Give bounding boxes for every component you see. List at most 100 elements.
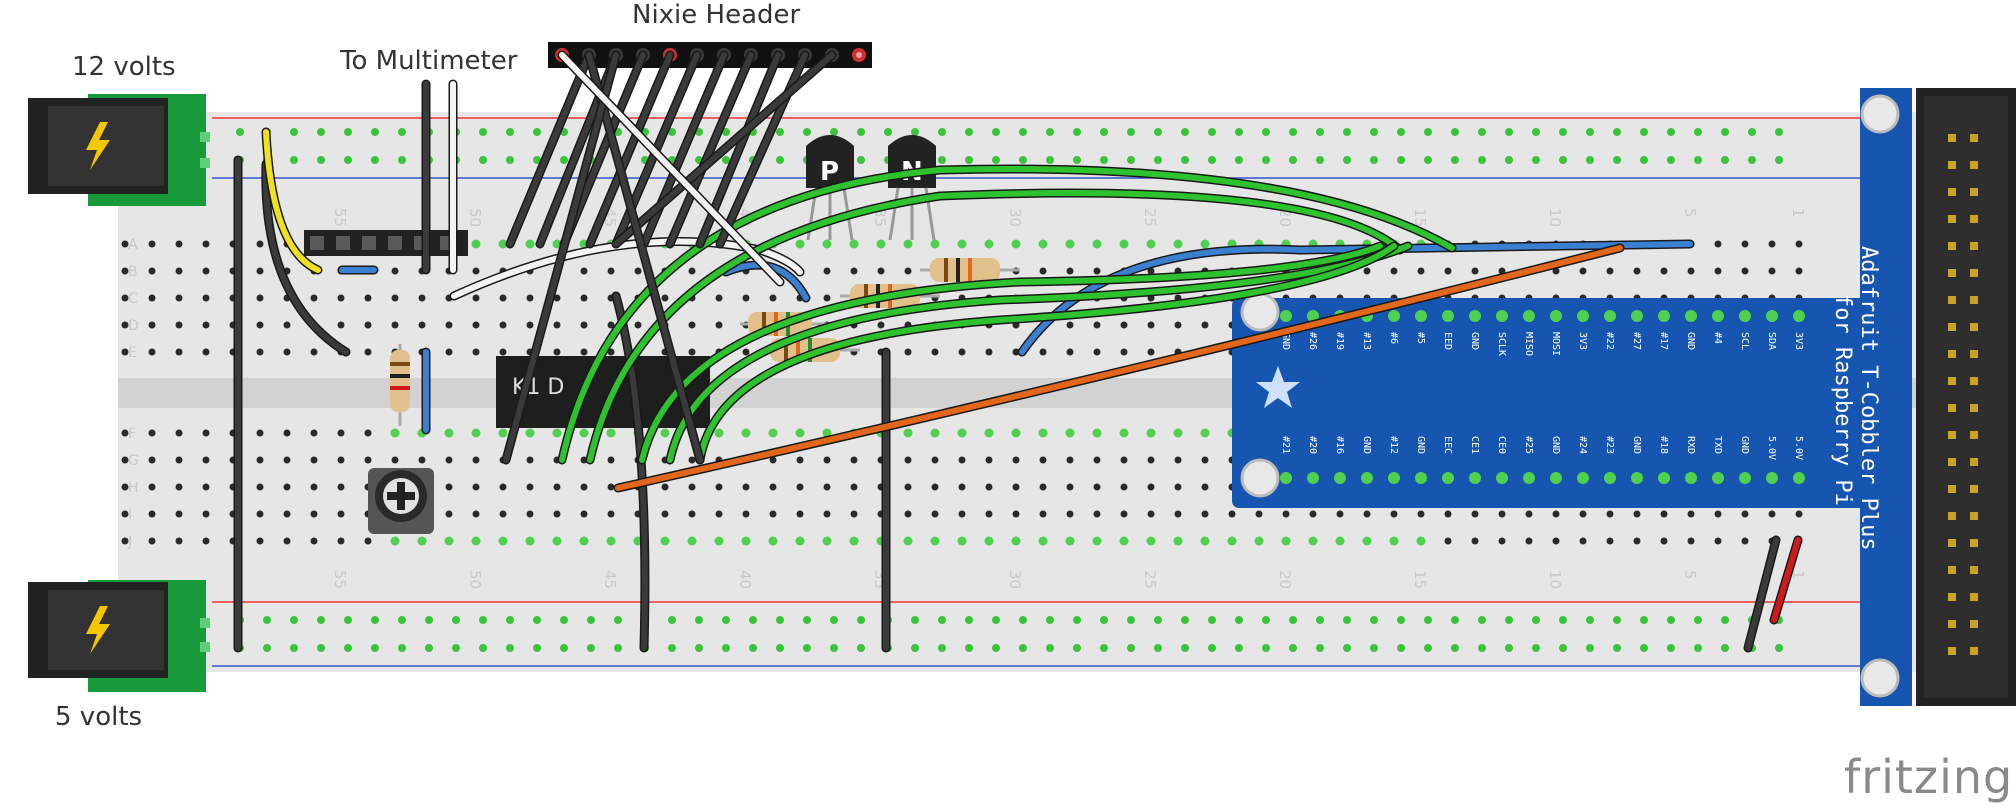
column-number: 1 [1789,570,1807,580]
breadboard-hole [1714,240,1722,248]
breadboard-hole [391,456,399,464]
breadboard-hole [337,537,345,545]
breadboard-hole [1633,537,1641,545]
ribbon-pin [1970,161,1978,169]
breadboard-hole [148,483,156,491]
rail-hole [236,128,244,136]
rail-hole [1721,644,1729,652]
cobbler-pin-label: GND [1280,332,1291,350]
rail-hole [1721,156,1729,164]
cobbler-pin-label: EED [1442,332,1453,350]
breadboard-hole [175,456,183,464]
breadboard-hole [553,348,561,356]
cobbler-pin-label: #17 [1658,332,1669,350]
breadboard-hole [1147,267,1155,275]
rail-hole [1181,616,1189,624]
breadboard-hole [310,537,318,545]
rail-hole [1181,156,1189,164]
label-nixie-header: Nixie Header [632,0,801,30]
breadboard-hole [580,267,588,275]
breadboard-hole [714,536,724,546]
rail-hole [1208,156,1216,164]
breadboard-hole [1038,239,1048,249]
breadboard-hole [688,483,696,491]
rail-hole [1289,128,1297,136]
rail-hole [776,156,784,164]
column-number: 45 [601,570,619,589]
t-cobbler: Adafruit T-Cobbler Plus for Raspberry Pi… [1232,88,1912,706]
adafruit-logo-icon [1256,366,1300,408]
rail-hole [722,616,730,624]
svg-text:P: P [820,157,839,187]
breadboard-hole [1579,267,1587,275]
breadboard-hole [715,510,723,518]
cobbler-pin-label: #21 [1280,436,1291,454]
breadboard-hole [472,321,480,329]
breadboard-hole [903,239,913,249]
breadboard-hole [580,510,588,518]
breadboard-hole [958,348,966,356]
breadboard-hole [202,240,210,248]
cobbler-pin-label: #16 [1334,436,1345,454]
breadboard-hole [1417,267,1425,275]
breadboard-hole [444,536,454,546]
rail-hole [1532,128,1540,136]
breadboard-hole [418,321,426,329]
wire [613,52,835,247]
rail-hole [668,644,676,652]
breadboard-hole [310,429,318,437]
rail-hole [1046,128,1054,136]
cobbler-pin [1685,310,1697,322]
breadboard-hole [742,294,750,302]
breadboard-hole [121,483,129,491]
ribbon-pin [1970,215,1978,223]
rail-hole [263,616,271,624]
breadboard-hole [1714,510,1722,518]
breadboard-hole [526,483,534,491]
wire [262,161,349,355]
breadboard-hole [391,321,399,329]
ribbon-pin [1970,350,1978,358]
breadboard-hole [607,483,615,491]
breadboard-hole [1093,510,1101,518]
rail-hole [938,616,946,624]
rail-hole [1748,156,1756,164]
wire [503,52,619,463]
breadboard-hole [472,267,480,275]
breadboard-hole [175,348,183,356]
cobbler-pin [1658,310,1670,322]
breadboard-hole [1390,267,1398,275]
ribbon-pin [1948,404,1956,412]
ribbon-pin [1970,296,1978,304]
breadboard-hole [148,537,156,545]
ribbon-pin [1948,593,1956,601]
breadboard-hole [1606,267,1614,275]
breadboard-hole [741,536,751,546]
breadboard-hole [1012,483,1020,491]
column-number: 20 [1276,208,1294,227]
potentiometer [368,468,434,534]
rail-hole [1370,616,1378,624]
breadboard-hole [1120,483,1128,491]
rail-hole [506,156,514,164]
breadboard-hole [553,510,561,518]
column-number: 25 [1141,570,1159,589]
breadboard-hole [607,321,615,329]
breadboard-hole [1687,267,1695,275]
ribbon-pin [1948,134,1956,142]
rail-hole [452,644,460,652]
rail-hole [830,128,838,136]
label-12-volts: 12 volts [72,52,176,82]
breadboard-hole [1173,536,1183,546]
cobbler-pin-label: GND [1469,332,1480,350]
breadboard-hole [310,510,318,518]
breadboard-hole [202,294,210,302]
rail-hole [1640,128,1648,136]
breadboard-hole [310,294,318,302]
breadboard-hole [1660,510,1668,518]
ribbon-pin [1970,647,1978,655]
rail-hole [1775,644,1783,652]
rail-hole [695,644,703,652]
rail-hole [1316,616,1324,624]
breadboard-hole [1660,537,1668,545]
